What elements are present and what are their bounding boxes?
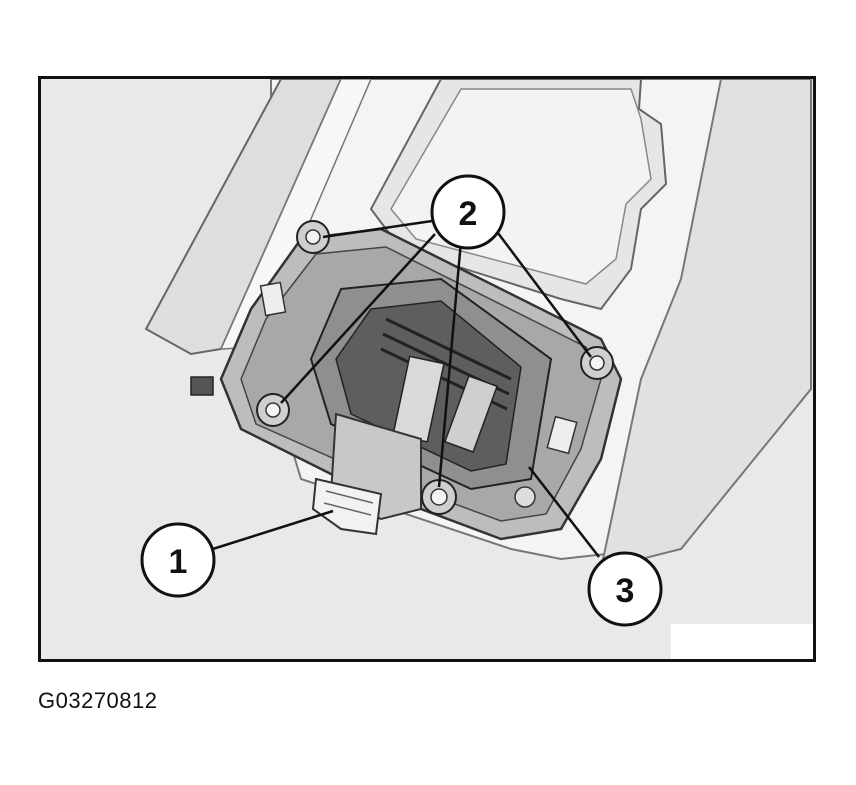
callout-1-label: 1 [169,543,188,581]
left-rail [144,79,343,356]
figure-id-code: G03270812 [38,688,158,713]
callout-2-label: 2 [459,195,478,233]
leader-lines [199,219,600,558]
callout-3-label: 3 [616,572,635,610]
bolt-bottom [421,479,457,515]
callout-1: 1 [140,522,216,598]
callout-2: 2 [430,174,506,250]
shifter-assembly-illustration: 1 2 3 [140,79,813,659]
figure-frame: 1 2 3 [38,76,816,662]
callout-3: 3 [587,551,663,627]
